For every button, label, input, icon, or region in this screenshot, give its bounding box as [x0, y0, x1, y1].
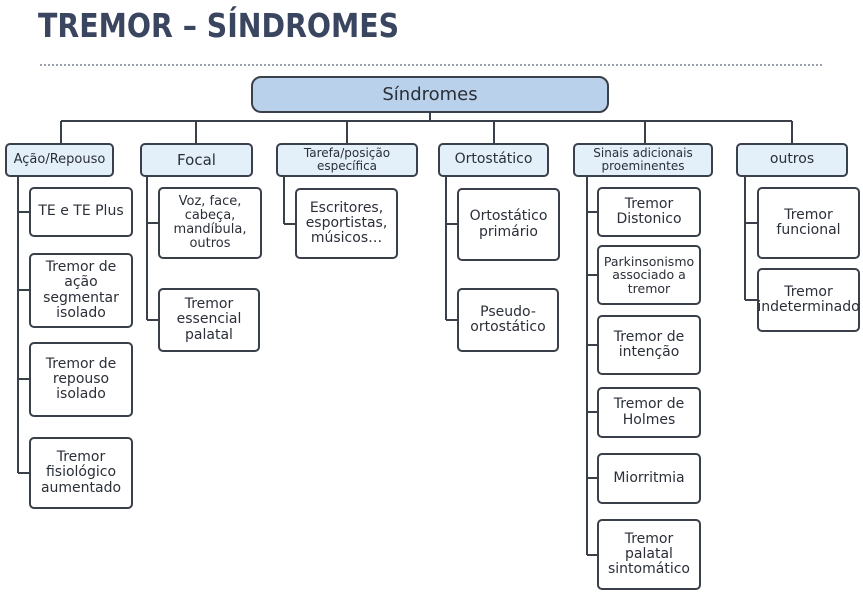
- item-pseudo-ortostatico: Pseudo-ortostático: [457, 288, 559, 352]
- item-repouso-isolado: Tremor de repouso isolado: [29, 342, 133, 417]
- header-tarefa-posicao: Tarefa/posição específica: [276, 143, 418, 177]
- item-essencial-palatal: Tremor essencial palatal: [158, 288, 260, 352]
- page-title: TREMOR – SÍNDROMES: [38, 6, 400, 45]
- item-te-plus: TE e TE Plus: [29, 187, 133, 237]
- header-ortostatico: Ortostático: [438, 143, 549, 177]
- item-palatal-sintomatico: Tremor palatal sintomático: [597, 519, 701, 590]
- item-escritores: Escritores, esportistas, músicos…: [295, 188, 398, 259]
- header-sinais-adicionais: Sinais adicionais proeminentes: [573, 143, 713, 177]
- item-miorritmia: Miorritmia: [597, 453, 701, 504]
- header-outros: outros: [736, 143, 848, 177]
- header-focal: Focal: [140, 143, 253, 177]
- item-funcional: Tremor funcional: [757, 187, 860, 259]
- item-intencao: Tremor de intenção: [597, 315, 701, 375]
- item-fisiologico: Tremor fisiológico aumentado: [29, 437, 133, 509]
- item-parkinsonismo: Parkinsonismo associado a tremor: [597, 245, 701, 305]
- item-distonico: Tremor Distonico: [597, 187, 701, 237]
- item-acao-segmentar: Tremor de ação segmentar isolado: [29, 253, 133, 328]
- item-indeterminado: Tremor indeterminado: [757, 268, 860, 332]
- title-divider: [40, 64, 822, 66]
- header-acao-repouso: Ação/Repouso: [5, 143, 114, 177]
- root-node: Síndromes: [251, 76, 609, 113]
- item-holmes: Tremor de Holmes: [597, 387, 701, 438]
- item-ortostatico-primario: Ortostático primário: [457, 188, 560, 261]
- item-voz-face: Voz, face, cabeça, mandíbula, outros: [158, 187, 262, 259]
